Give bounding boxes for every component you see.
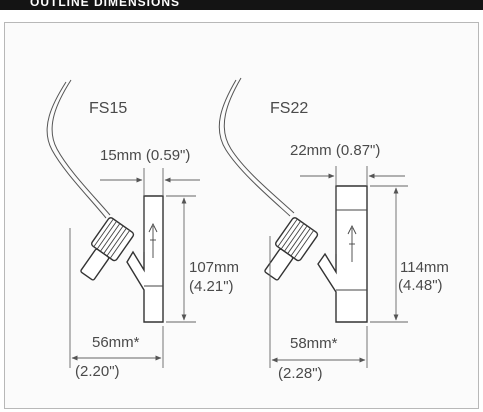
header-bar: OUTLINE DIMENSIONS — [0, 0, 483, 10]
fs15-depth-mm-label: 56mm* — [92, 334, 140, 351]
fs15-pipe — [126, 195, 164, 323]
fs22-connector — [264, 217, 319, 281]
fs15-height-in-label: (4.21") — [189, 278, 234, 295]
fs22-model-label: FS22 — [270, 100, 308, 117]
fs15-flow-arrow-icon — [148, 222, 158, 258]
fs15-dimensions — [69, 168, 200, 368]
fs22-height-in-label: (4.48") — [398, 277, 443, 294]
fs22-height-mm-label: 114mm — [400, 259, 449, 276]
fs15-depth-in-label: (2.20") — [75, 363, 120, 380]
fs15-width-label: 15mm (0.59") — [100, 147, 190, 164]
fs15-height-mm-label: 107mm — [189, 259, 239, 276]
fs15-connector — [80, 217, 135, 281]
fs22-sensor — [218, 77, 368, 323]
fs22-depth-mm-label: 58mm* — [290, 335, 338, 352]
fs22-depth-in-label: (2.28") — [278, 365, 323, 382]
section-title: OUTLINE DIMENSIONS — [30, 0, 181, 9]
fs15-model-label: FS15 — [89, 100, 127, 117]
fs22-dimensions — [269, 166, 408, 368]
fs22-cable — [218, 79, 291, 217]
diagram-panel — [4, 22, 479, 409]
fs15-cable — [46, 81, 107, 219]
fs15-sensor — [46, 79, 164, 323]
fs22-pipe — [317, 185, 368, 323]
fs22-flow-arrow-icon — [347, 224, 357, 262]
fs22-width-label: 22mm (0.87") — [290, 142, 380, 159]
